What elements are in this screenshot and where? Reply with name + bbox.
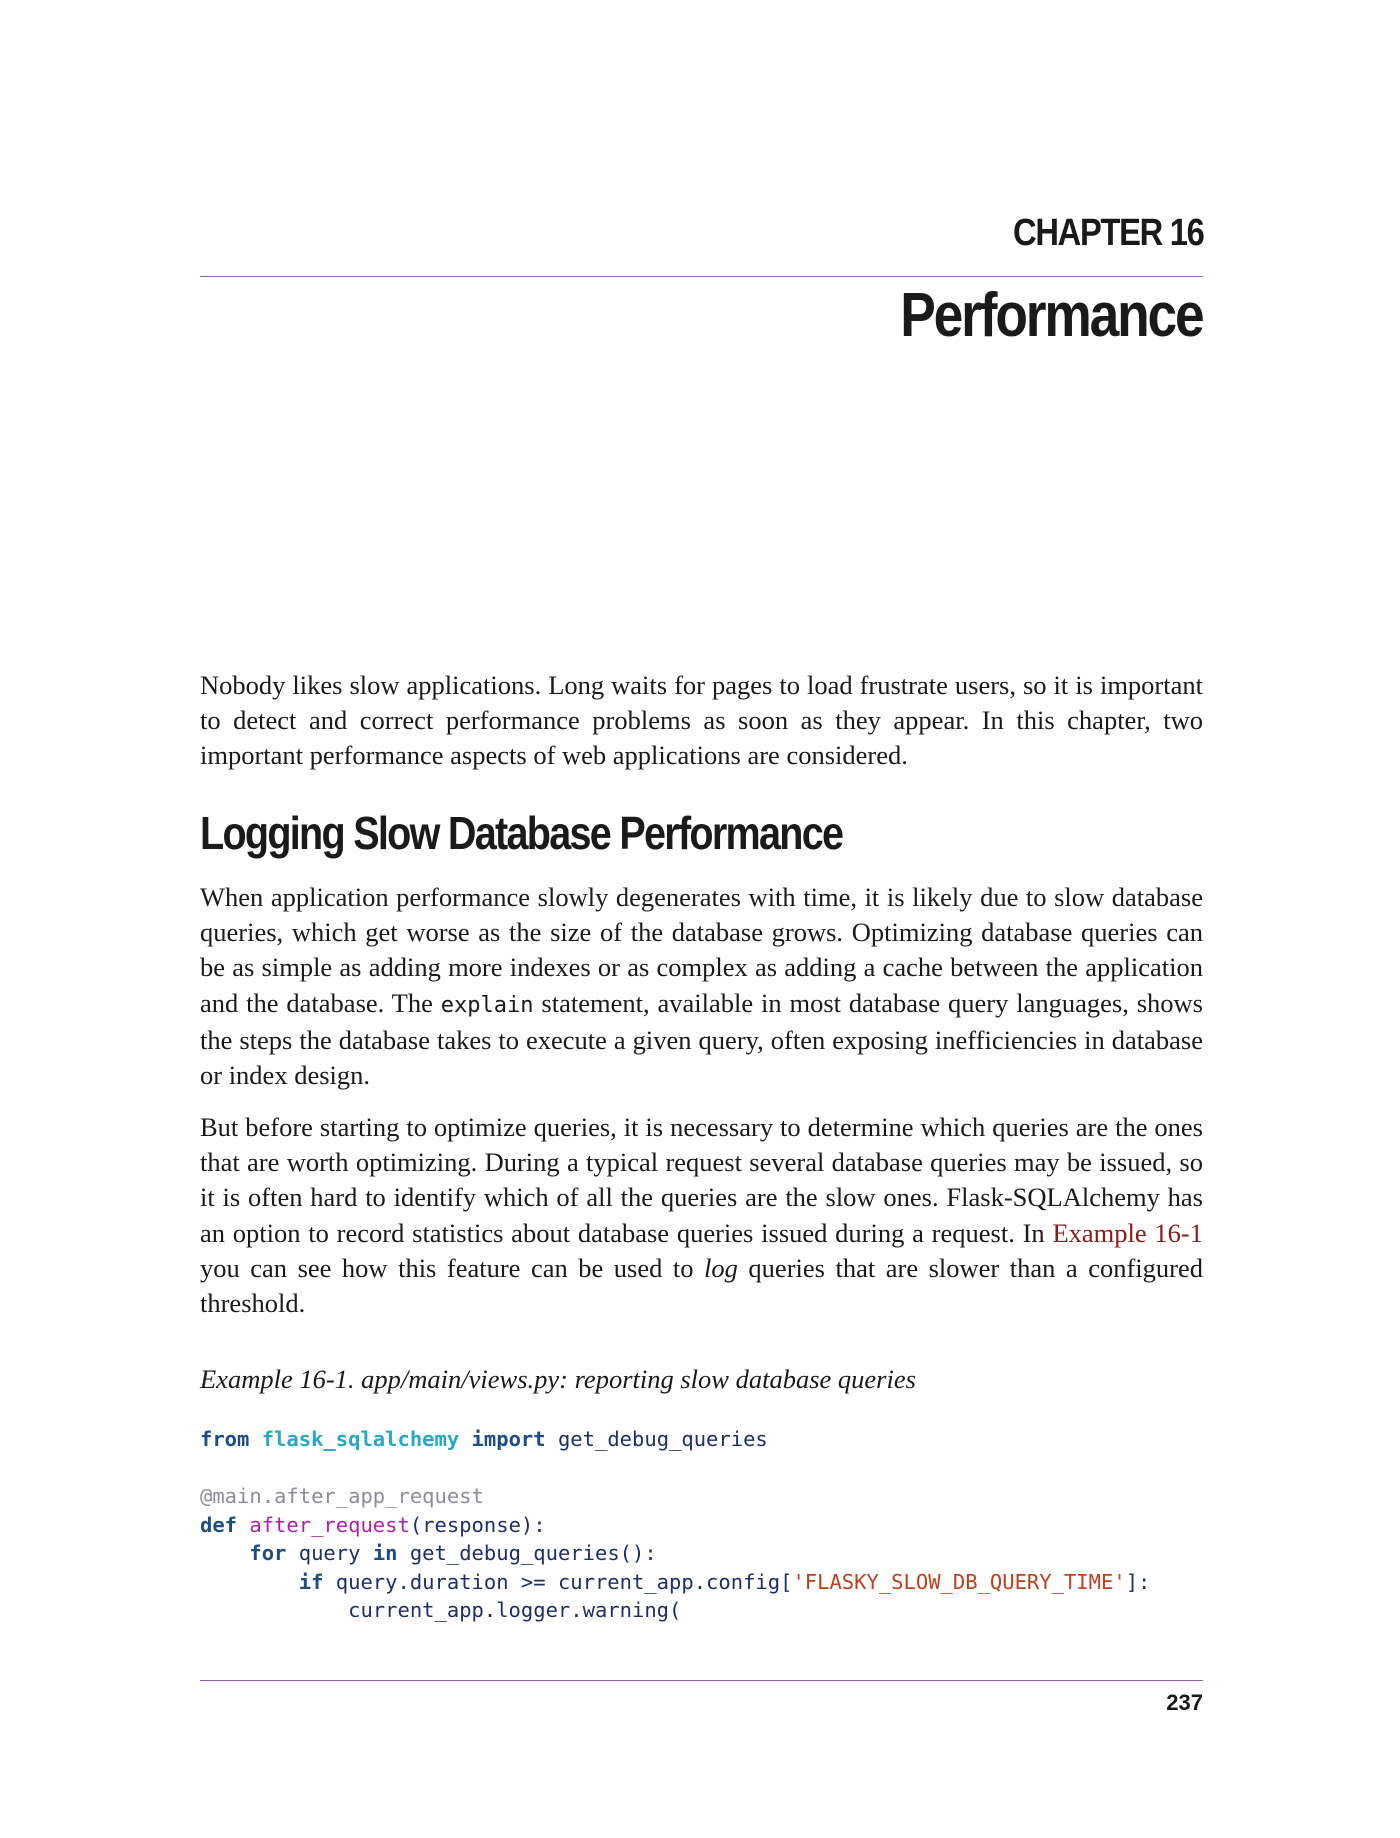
paragraph-database-queries: When application performance slowly dege… (200, 880, 1203, 1093)
code-name: get_debug_queries (557, 1427, 768, 1451)
footer-rule (200, 1680, 1203, 1681)
code-keyword: if (298, 1569, 324, 1594)
code-line-5: for query in get_debug_queries(): (200, 1539, 1150, 1568)
chapter-label: CHAPTER 16 (1012, 212, 1205, 254)
book-page: CHAPTER 16 Performance Nobody likes slow… (200, 0, 1205, 1838)
code-keyword: from (200, 1427, 250, 1451)
chapter-rule (200, 276, 1203, 277)
paragraph-text: queries that are slower than a configure… (200, 1252, 1203, 1319)
paragraph-text: But before starting to optimize queries,… (200, 1112, 1203, 1248)
paragraph-text: statement, available in most database qu… (200, 987, 1203, 1091)
paragraph-text: you can see how this feature can be used… (200, 1252, 705, 1283)
code-decorator: @main.after_app_request (200, 1484, 484, 1508)
chapter-title: Performance (900, 281, 1205, 350)
code-line-1: from flask_sqlalchemy import get_debug_q… (200, 1425, 1150, 1454)
code-module: flask_sqlalchemy (261, 1427, 460, 1451)
code-text: query.duration >= current_app.config[ (335, 1569, 793, 1594)
code-block: from flask_sqlalchemy import get_debug_q… (200, 1425, 1150, 1625)
code-line-6: if query.duration >= current_app.config[… (200, 1568, 1151, 1597)
code-text: ]: (1125, 1569, 1151, 1594)
inline-code-explain: explain (440, 992, 534, 1018)
emphasis-log: log (704, 1252, 738, 1283)
paragraph-text: When application performance slowly dege… (200, 882, 1203, 1018)
section-heading: Logging Slow Database Performance (200, 807, 844, 859)
code-keyword: def (200, 1512, 238, 1537)
code-text: (response): (409, 1512, 546, 1537)
code-keyword: import (471, 1427, 546, 1451)
code-string: 'FLASKY_SLOW_DB_QUERY_TIME' (792, 1569, 1126, 1594)
code-line-7: current_app.logger.warning( (200, 1596, 1150, 1625)
page-number: 237 (1166, 1690, 1203, 1715)
code-keyword: for (249, 1541, 287, 1565)
code-keyword: in (372, 1541, 398, 1565)
code-function-name: after_request (249, 1512, 410, 1537)
code-text: current_app.logger.warning( (348, 1598, 682, 1622)
example-caption: Example 16-1. app/main/views.py: reporti… (200, 1364, 916, 1394)
code-line-3: @main.after_app_request (200, 1482, 1150, 1511)
code-line-blank (200, 1454, 1150, 1483)
code-text: query (298, 1541, 361, 1565)
code-text: get_debug_queries(): (409, 1541, 657, 1565)
code-line-4: def after_request(response): (200, 1511, 1150, 1540)
intro-paragraph: Nobody likes slow applications. Long wai… (200, 670, 1203, 771)
example-crossref-link[interactable]: Example 16-1 (1052, 1217, 1204, 1248)
paragraph-optimize-queries: But before starting to optimize queries,… (200, 1110, 1203, 1321)
